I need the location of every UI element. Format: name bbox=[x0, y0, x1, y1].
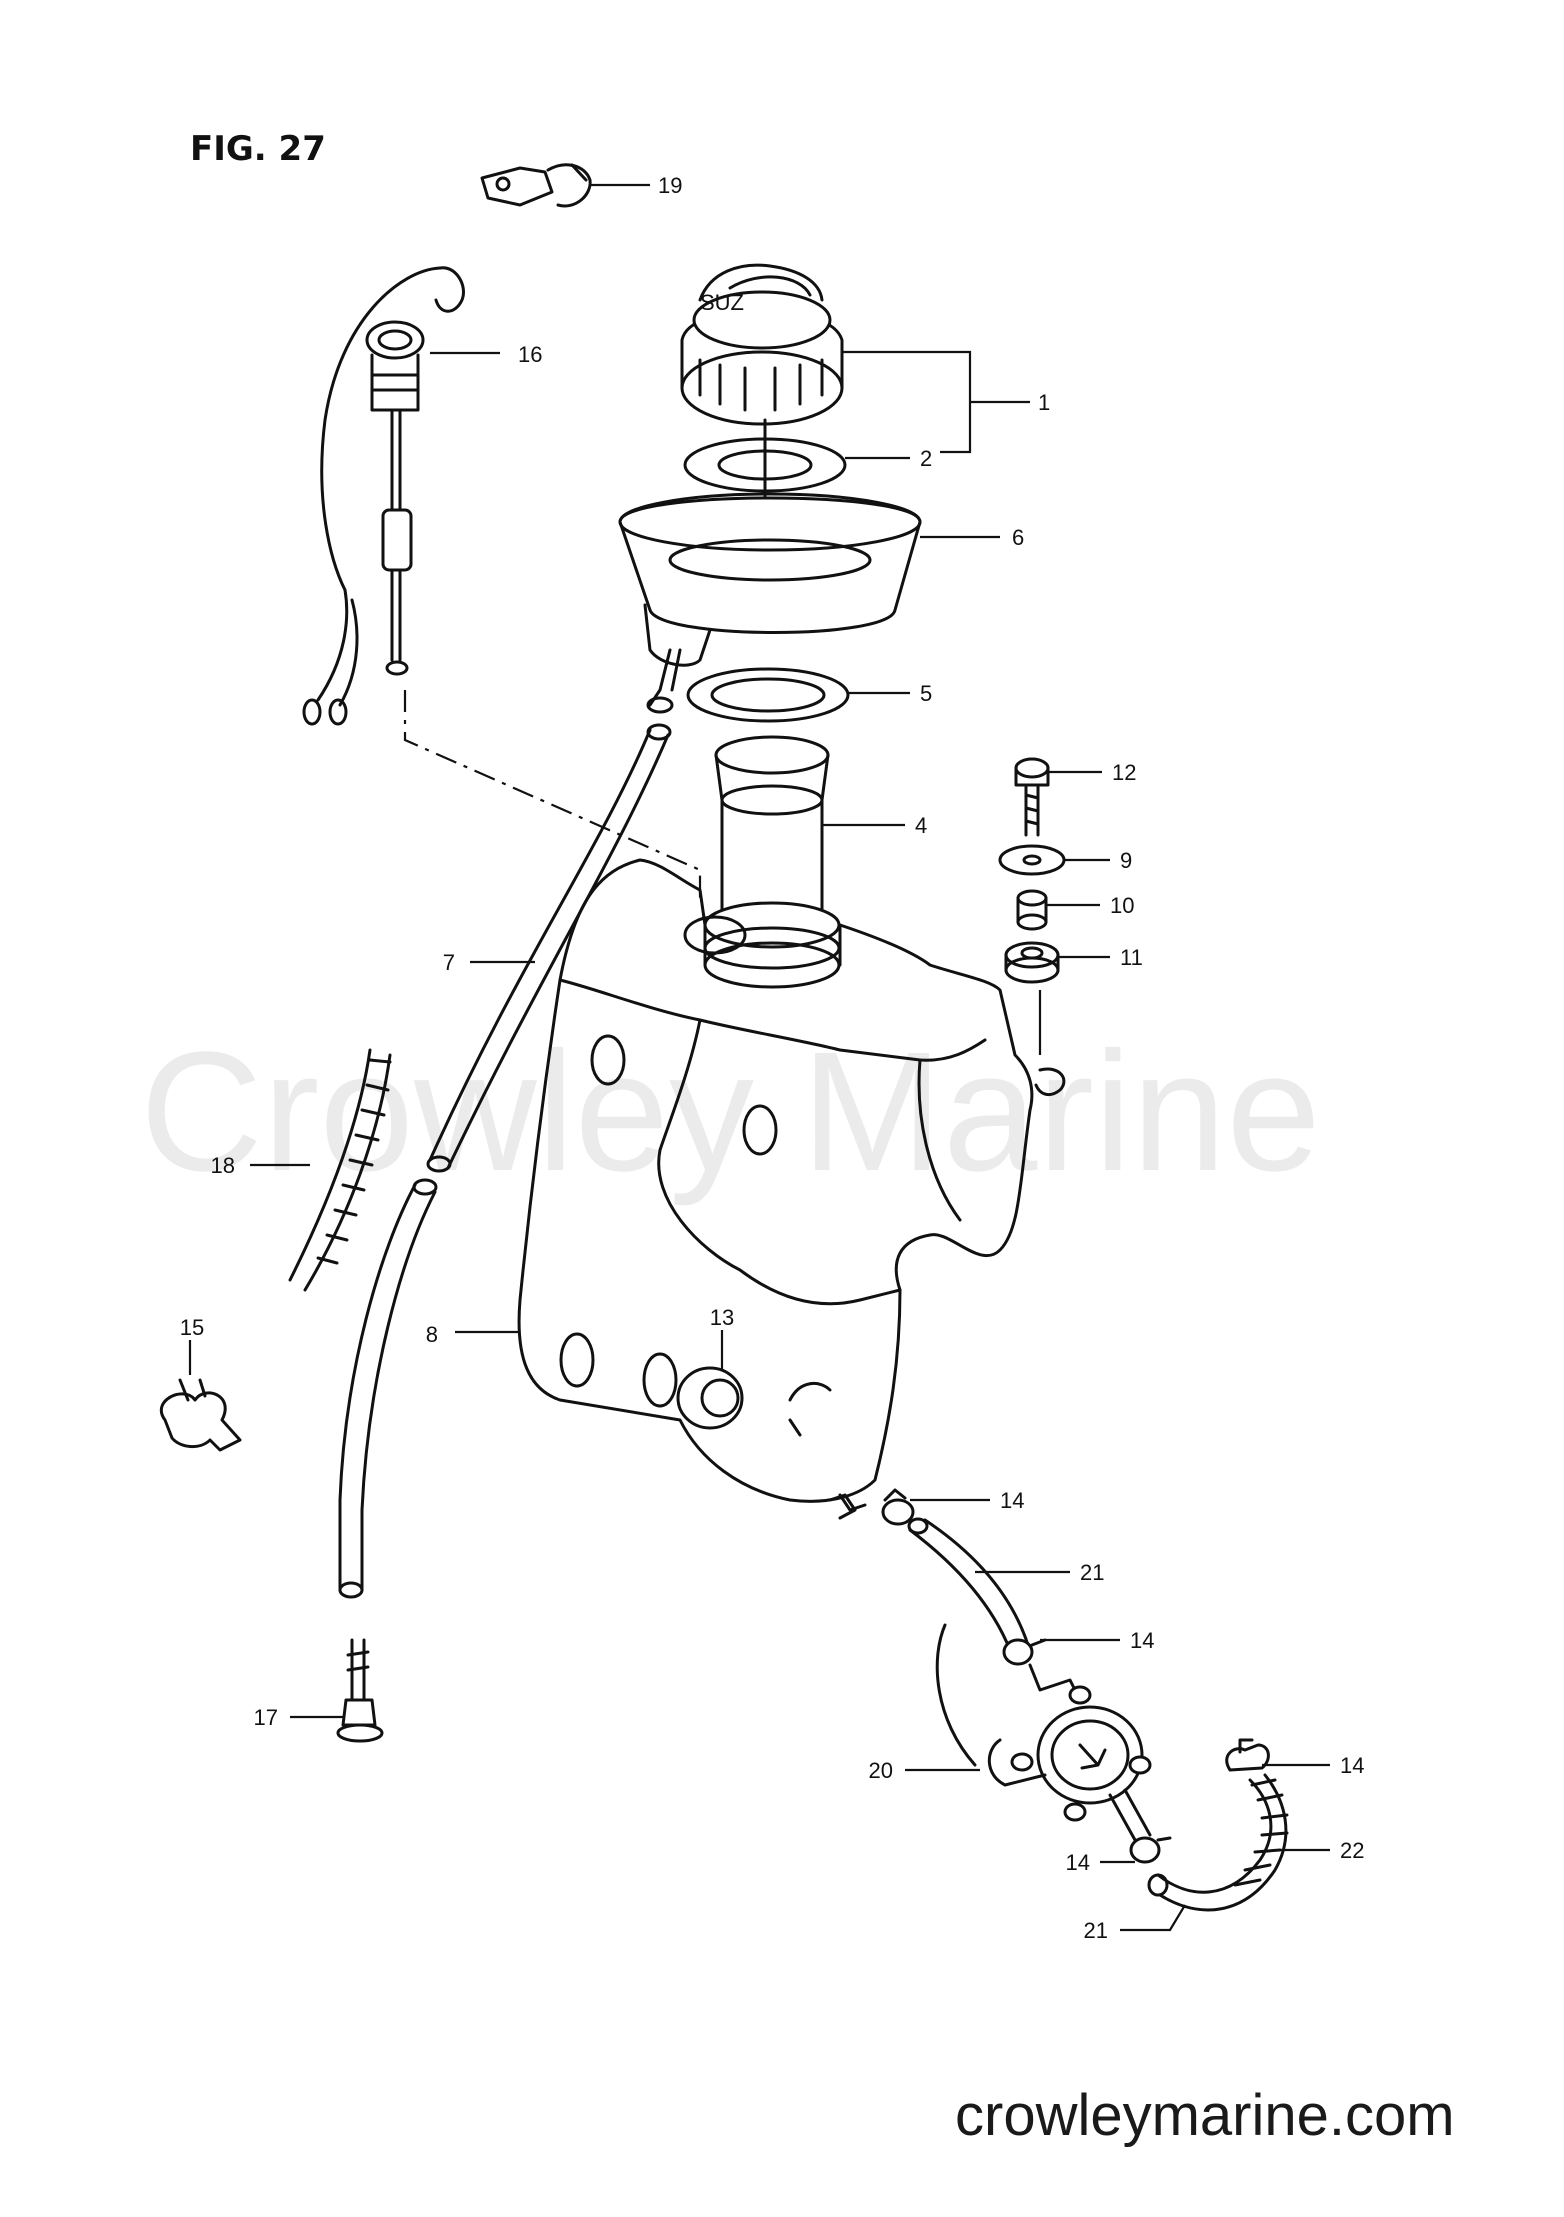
callout-2: 2 bbox=[920, 446, 932, 471]
callout-21-a: 21 bbox=[1080, 1560, 1104, 1585]
callout-6: 6 bbox=[1012, 525, 1024, 550]
part-13-grommet bbox=[676, 1366, 744, 1430]
part-20-fuel-cock bbox=[935, 1623, 1152, 1842]
part-15-clip bbox=[159, 1378, 242, 1452]
part-14-clip-upper bbox=[828, 1488, 915, 1526]
part-11-grommet bbox=[1004, 941, 1060, 984]
part-14-clip-right bbox=[1225, 1738, 1270, 1772]
part-10-collar bbox=[1016, 889, 1048, 931]
part-12-bolt bbox=[1014, 757, 1050, 837]
callout-18: 18 bbox=[211, 1153, 235, 1178]
part-7-vent-hose bbox=[426, 723, 672, 1173]
part-8-fuel-tank bbox=[517, 858, 1066, 1512]
part-21-hose-upper bbox=[907, 1517, 1030, 1652]
part-14-clip-mid bbox=[1002, 1638, 1047, 1666]
part-6-filler-funnel bbox=[618, 492, 922, 714]
part-19-clamp bbox=[480, 163, 592, 208]
part-1-fuel-cap: SUZ bbox=[680, 263, 844, 426]
callout-17: 17 bbox=[254, 1705, 278, 1730]
callout-8: 8 bbox=[426, 1322, 438, 1347]
part-22-spiral bbox=[1233, 1778, 1289, 1887]
part-9-washer bbox=[998, 844, 1066, 876]
callout-11: 11 bbox=[1120, 945, 1143, 970]
part-4-filler-neck bbox=[703, 735, 842, 989]
callout-16: 16 bbox=[518, 342, 542, 367]
part-18-spiral-wrap bbox=[288, 1048, 392, 1292]
part-16-level-sender bbox=[302, 266, 465, 726]
callout-12: 12 bbox=[1112, 760, 1136, 785]
part-17-fitting bbox=[336, 1178, 438, 1743]
watermark-text: Crowley Marine bbox=[140, 1017, 1321, 1207]
part-14-clip-lower bbox=[1129, 1836, 1172, 1864]
callout-21-b: 21 bbox=[1084, 1918, 1108, 1943]
callout-9: 9 bbox=[1120, 848, 1132, 873]
figure-title: FIG. 27 bbox=[190, 129, 326, 169]
callout-15: 15 bbox=[180, 1315, 204, 1340]
callout-5: 5 bbox=[920, 681, 932, 706]
callout-22: 22 bbox=[1340, 1838, 1364, 1863]
callout-14-b: 14 bbox=[1130, 1628, 1154, 1653]
callout-14-c: 14 bbox=[1066, 1850, 1090, 1875]
callout-20: 20 bbox=[869, 1758, 893, 1783]
callout-10: 10 bbox=[1110, 893, 1134, 918]
callout-1: 1 bbox=[1038, 390, 1050, 415]
footer-site-text: crowleymarine.com bbox=[955, 2083, 1455, 2148]
part-5-o-ring bbox=[686, 667, 850, 723]
callout-19: 19 bbox=[658, 173, 682, 198]
part-21-hose-lower bbox=[1147, 1773, 1288, 1912]
cap-brand-mark: SUZ bbox=[700, 290, 744, 315]
callout-13: 13 bbox=[710, 1305, 734, 1330]
callout-14-a: 14 bbox=[1000, 1488, 1024, 1513]
callout-14-d: 14 bbox=[1340, 1753, 1364, 1778]
callout-7: 7 bbox=[443, 950, 455, 975]
callout-4: 4 bbox=[915, 813, 927, 838]
